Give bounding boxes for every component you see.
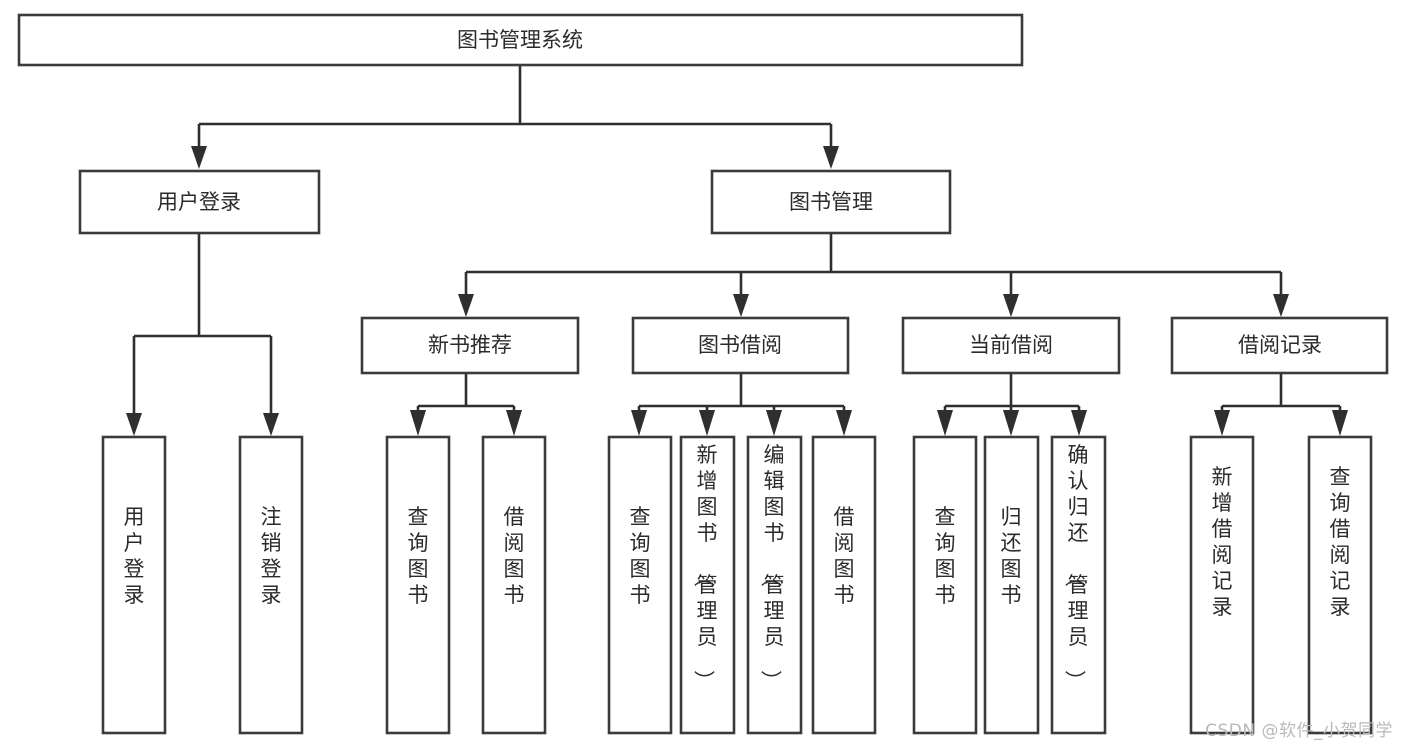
node-leaf-borrow-book-2-box[interactable] xyxy=(811,435,877,735)
node-book-borrow[interactable]: 图书借阅 xyxy=(631,316,850,375)
connector-group-book-management xyxy=(458,233,1289,317)
connector-group-book-borrow xyxy=(631,374,852,436)
node-leaf-logout-login-box[interactable] xyxy=(238,435,304,735)
node-root[interactable]: 图书管理系统 xyxy=(17,13,1024,67)
arrow-head-leaf-add-book xyxy=(699,410,715,436)
node-leaf-return-book-label: 归还图书 xyxy=(1001,505,1022,607)
node-leaf-query-book-1[interactable]: 查询图书 xyxy=(385,435,451,735)
arrow-head-new-book-recommend xyxy=(458,294,474,317)
node-book-management-label: 图书管理 xyxy=(789,190,873,214)
node-leaf-return-book-box[interactable] xyxy=(983,435,1040,735)
arrow-head-borrow-record xyxy=(1273,294,1289,317)
node-leaf-confirm-return[interactable]: 确认归还（管理员） xyxy=(1050,435,1107,735)
node-book-management-box[interactable] xyxy=(710,169,952,235)
node-leaf-user-login-label: 用户登录 xyxy=(124,505,145,607)
node-leaf-user-login-box[interactable] xyxy=(101,435,167,735)
node-new-book-recommend[interactable]: 新书推荐 xyxy=(360,316,580,375)
node-user-login-box[interactable] xyxy=(78,169,321,235)
node-book-borrow-box[interactable] xyxy=(631,316,850,375)
node-book-management[interactable]: 图书管理 xyxy=(710,169,952,235)
node-leaf-edit-book[interactable]: 编辑图书（管理员） xyxy=(746,435,803,735)
node-leaf-query-book-1-box[interactable] xyxy=(385,435,451,735)
arrow-head-leaf-add-record xyxy=(1214,410,1230,436)
node-leaf-user-login[interactable]: 用户登录 xyxy=(101,435,167,735)
node-leaf-return-book[interactable]: 归还图书 xyxy=(983,435,1040,735)
node-leaf-borrow-book-2[interactable]: 借阅图书 xyxy=(811,435,877,735)
arrow-head-user-login xyxy=(191,146,207,169)
node-borrow-record-box[interactable] xyxy=(1170,316,1389,375)
arrow-head-leaf-user-login xyxy=(126,413,142,436)
arrow-head-book-borrow xyxy=(733,294,749,317)
arrow-head-leaf-borrow-book-2 xyxy=(836,410,852,436)
arrow-head-leaf-edit-book xyxy=(766,410,782,436)
connector-group-user-login xyxy=(126,233,279,436)
node-leaf-borrow-book-1[interactable]: 借阅图书 xyxy=(481,435,547,735)
node-leaf-query-book-3-box[interactable] xyxy=(912,435,978,735)
node-current-borrow-box[interactable] xyxy=(901,316,1121,375)
node-user-login-label: 用户登录 xyxy=(157,190,241,214)
connector-group-borrow-record xyxy=(1214,374,1348,436)
node-leaf-logout-login[interactable]: 注销登录 xyxy=(238,435,304,735)
node-leaf-query-book-3[interactable]: 查询图书 xyxy=(912,435,978,735)
arrow-head-book-management xyxy=(823,146,839,169)
node-borrow-record-label: 借阅记录 xyxy=(1238,333,1322,357)
node-leaf-borrow-book-2-label: 借阅图书 xyxy=(834,505,855,607)
node-leaf-add-book-box[interactable] xyxy=(679,435,736,735)
arrow-head-leaf-query-record xyxy=(1332,410,1348,436)
node-leaf-add-book[interactable]: 新增图书（管理员） xyxy=(679,435,736,735)
node-leaf-confirm-return-box[interactable] xyxy=(1050,435,1107,735)
node-root-box[interactable] xyxy=(17,13,1024,67)
node-leaf-query-record[interactable]: 查询借阅记录 xyxy=(1307,435,1373,735)
arrow-head-leaf-return-book xyxy=(1003,410,1019,436)
node-new-book-recommend-label: 新书推荐 xyxy=(428,333,512,357)
connector-group-root xyxy=(191,65,839,169)
node-leaf-borrow-book-1-box[interactable] xyxy=(481,435,547,735)
node-leaf-query-record-box[interactable] xyxy=(1307,435,1373,735)
node-leaf-query-record-label: 查询借阅记录 xyxy=(1330,465,1351,619)
node-leaf-borrow-book-1-label: 借阅图书 xyxy=(504,505,525,607)
arrow-head-leaf-borrow-book-1 xyxy=(506,410,522,436)
node-leaf-query-book-2-box[interactable] xyxy=(607,435,673,735)
node-leaf-query-book-2[interactable]: 查询图书 xyxy=(607,435,673,735)
node-leaf-add-book-label: 新增图书（管理员） xyxy=(692,443,718,691)
node-leaf-edit-book-label: 编辑图书（管理员） xyxy=(759,443,785,691)
node-leaf-confirm-return-label: 确认归还（管理员） xyxy=(1063,443,1089,691)
arrow-head-current-borrow xyxy=(1003,294,1019,317)
node-user-login[interactable]: 用户登录 xyxy=(78,169,321,235)
arrow-head-leaf-logout-login xyxy=(263,413,279,436)
node-leaf-add-record[interactable]: 新增借阅记录 xyxy=(1189,435,1255,735)
arrow-head-leaf-query-book-1 xyxy=(410,410,426,436)
connector-group-current-borrow xyxy=(937,374,1087,436)
node-current-borrow[interactable]: 当前借阅 xyxy=(901,316,1121,375)
node-leaf-query-book-3-label: 查询图书 xyxy=(935,505,956,607)
node-borrow-record[interactable]: 借阅记录 xyxy=(1170,316,1389,375)
arrow-head-leaf-confirm-return xyxy=(1071,410,1087,436)
node-leaf-logout-login-label: 注销登录 xyxy=(261,505,282,607)
node-leaf-add-record-box[interactable] xyxy=(1189,435,1255,735)
node-leaf-edit-book-box[interactable] xyxy=(746,435,803,735)
node-current-borrow-label: 当前借阅 xyxy=(969,333,1053,357)
node-leaf-add-record-label: 新增借阅记录 xyxy=(1212,465,1233,619)
node-new-book-recommend-box[interactable] xyxy=(360,316,580,375)
node-leaf-query-book-1-label: 查询图书 xyxy=(408,505,429,607)
node-book-borrow-label: 图书借阅 xyxy=(698,333,782,357)
arrow-head-leaf-query-book-2 xyxy=(631,410,647,436)
arrow-head-leaf-query-book-3 xyxy=(937,410,953,436)
connector-group-new-book-recommend xyxy=(410,374,522,436)
node-leaf-query-book-2-label: 查询图书 xyxy=(630,505,651,607)
node-root-label: 图书管理系统 xyxy=(457,28,583,52)
